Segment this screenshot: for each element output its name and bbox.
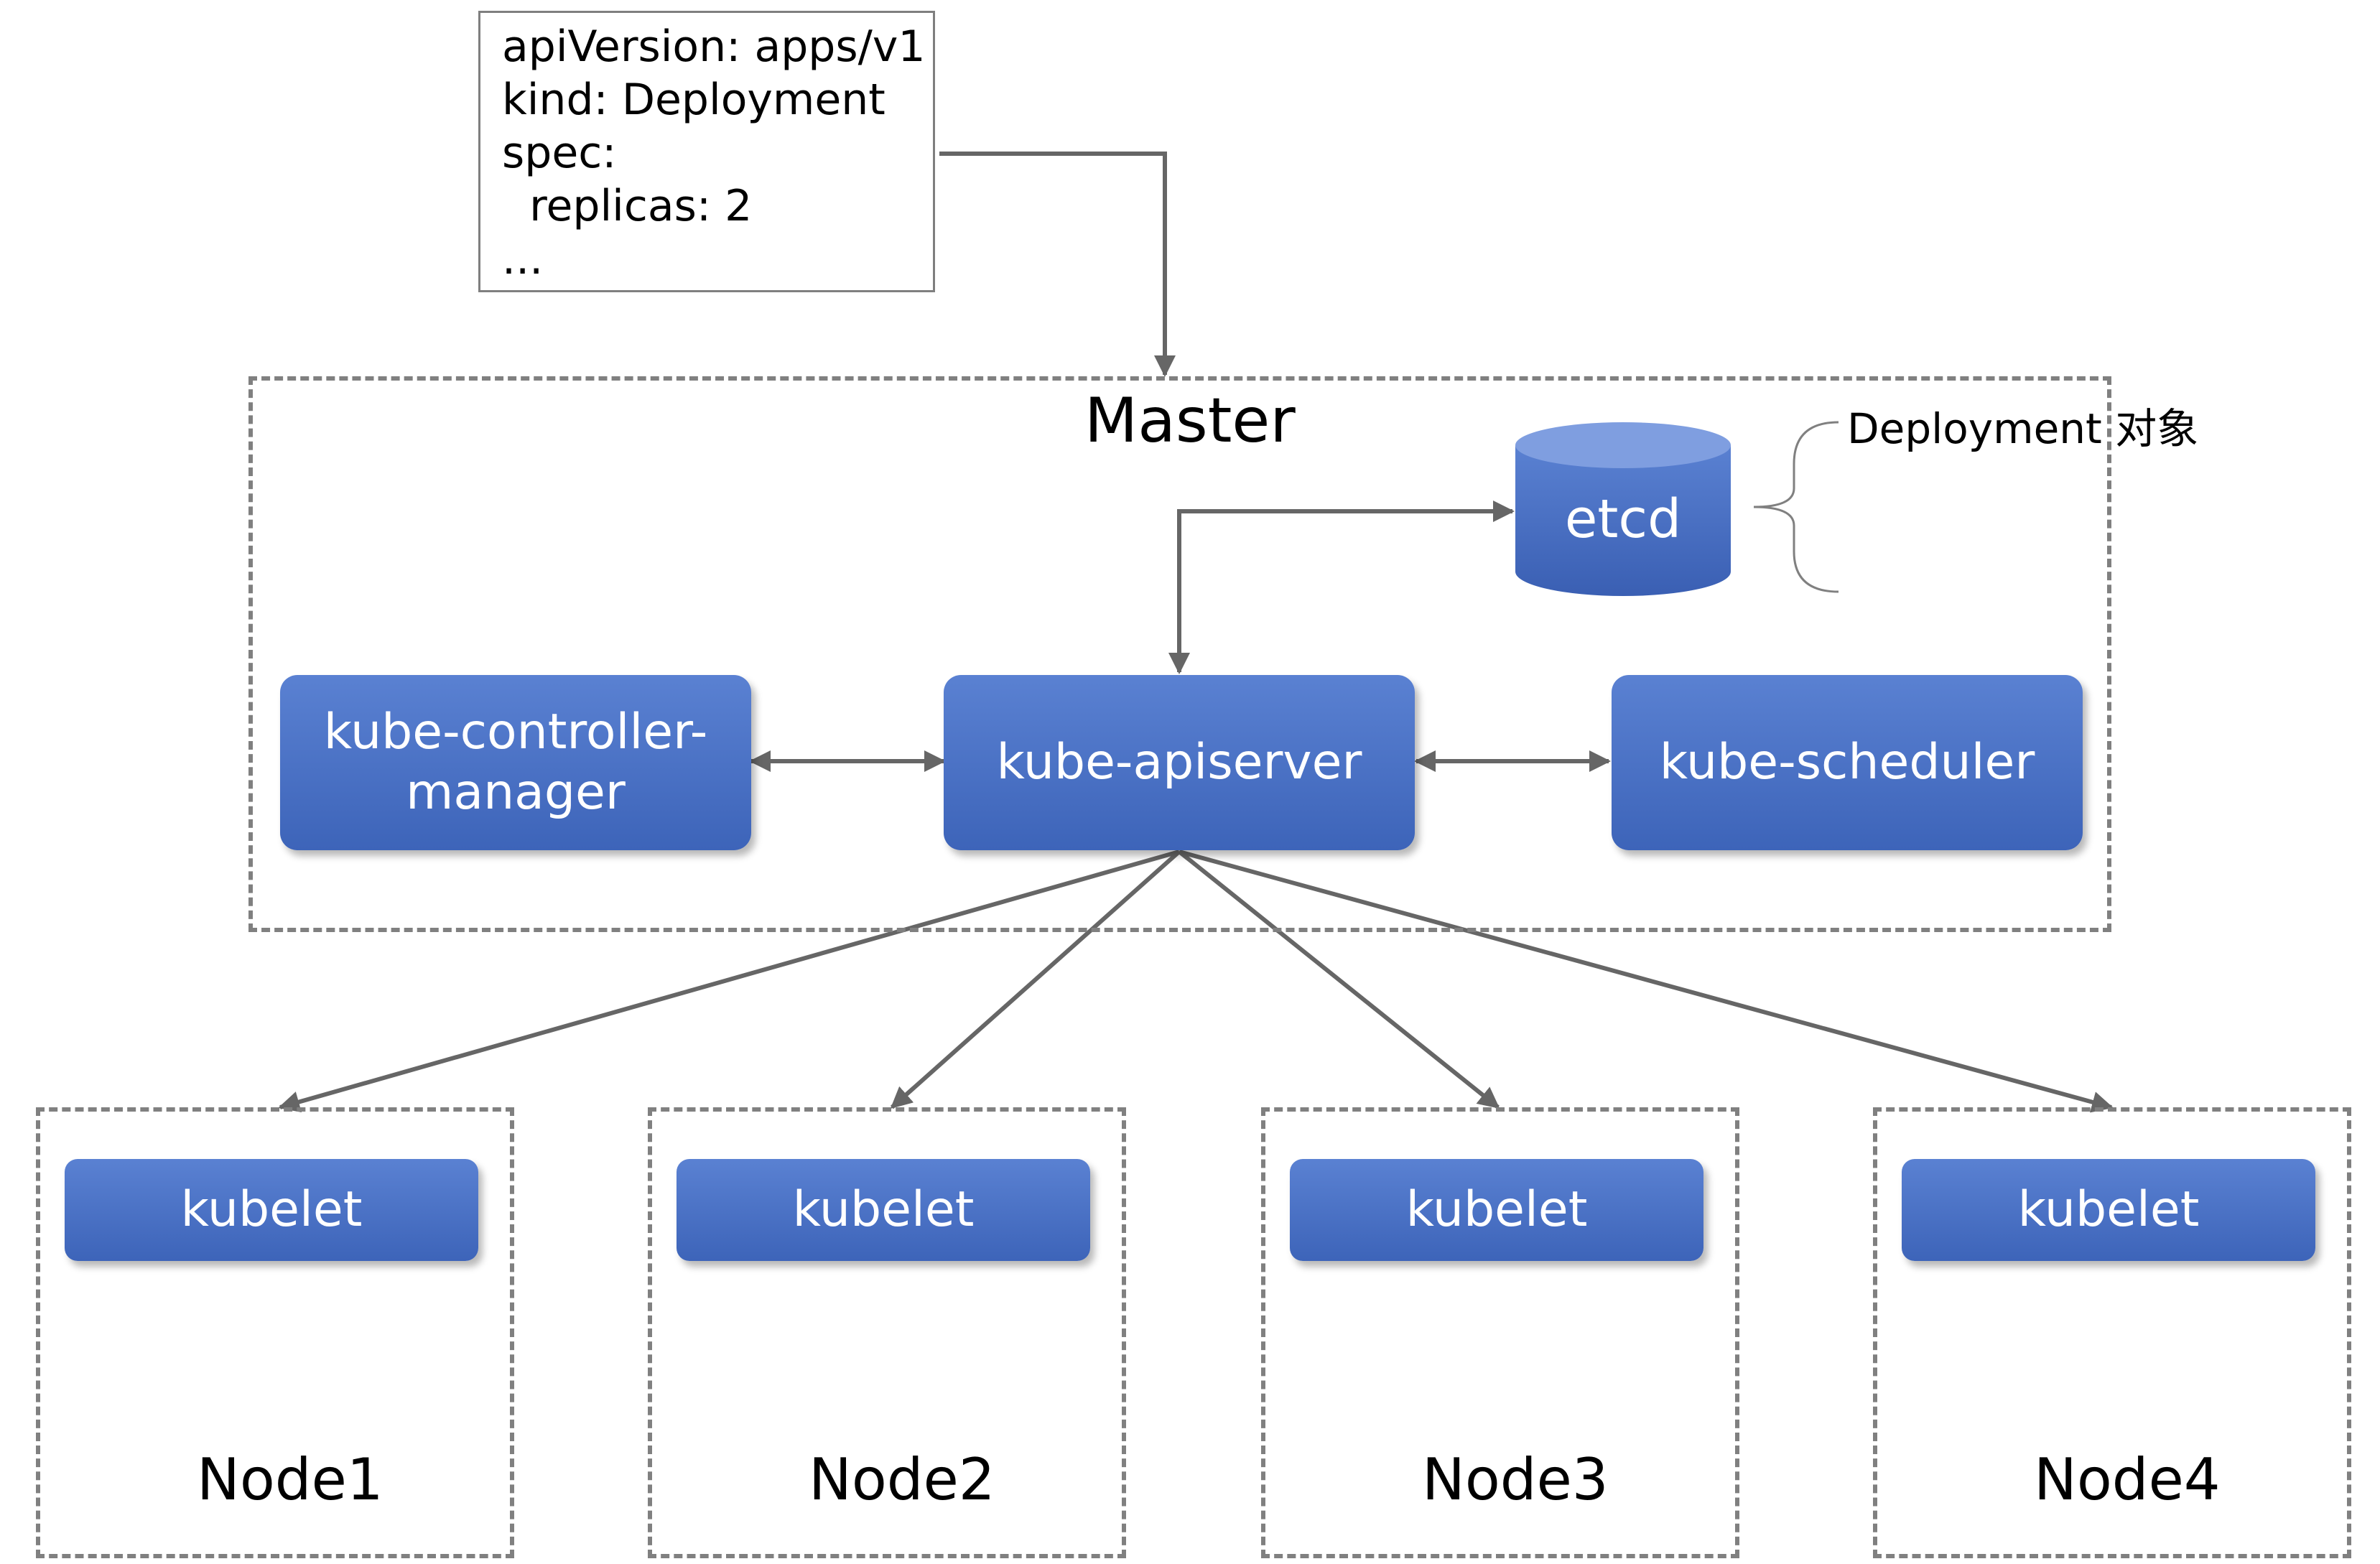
node4-kubelet: kubelet [1902, 1159, 2315, 1261]
kube-apiserver-label: kube-apiserver [996, 734, 1362, 791]
deployment-object-brace [1753, 421, 1839, 593]
master-title: Master [1084, 385, 1296, 457]
node3-kubelet: kubelet [1290, 1159, 1703, 1261]
node4-boundary [1873, 1107, 2351, 1558]
yaml-line: apiVersion: apps/v1 [502, 22, 926, 72]
kube-scheduler: kube-scheduler [1612, 675, 2083, 850]
apiserver-node2-connector [890, 850, 1181, 1109]
deployment-yaml-box: apiVersion: apps/v1 kind: Deployment spe… [478, 11, 935, 292]
kube-scheduler-label: kube-scheduler [1659, 734, 2035, 791]
node3-boundary [1261, 1107, 1739, 1558]
master-boundary [248, 376, 2111, 932]
yaml-line: kind: Deployment [502, 75, 885, 125]
kubelet-label: kubelet [180, 1181, 363, 1238]
apiserver-node3-connector [1178, 850, 1500, 1109]
node2-kubelet: kubelet [677, 1159, 1090, 1261]
kube-controller-manager-label-line1: kube-controller- [323, 704, 708, 760]
yaml-line: ... [502, 234, 544, 284]
node1-kubelet: kubelet [65, 1159, 478, 1261]
node3-label: Node3 [1422, 1446, 1609, 1513]
etcd-note: Deployment 对象 [1847, 404, 2199, 453]
node2-label: Node2 [809, 1446, 995, 1513]
kube-apiserver: kube-apiserver [944, 675, 1415, 850]
apiserver-node4-connector [1179, 850, 2114, 1113]
yaml-line: spec: [502, 128, 617, 178]
kubelet-label: kubelet [1405, 1181, 1588, 1238]
node1-label: Node1 [197, 1446, 384, 1513]
kube-controller-manager-label-line2: manager [406, 764, 626, 821]
kube-controller-manager: kube-controller- manager [280, 675, 751, 850]
apiserver-node1-connector [278, 850, 1180, 1113]
kubelet-label: kubelet [792, 1181, 975, 1238]
yaml-line: replicas: 2 [502, 181, 753, 231]
node1-boundary [36, 1107, 514, 1558]
kubelet-label: kubelet [2017, 1181, 2200, 1238]
etcd-cylinder [1515, 422, 1731, 596]
node4-label: Node4 [2034, 1446, 2221, 1513]
yaml-to-master-connector [939, 152, 1176, 377]
apiserver-etcd-connector [1168, 501, 1515, 674]
node2-boundary [648, 1107, 1126, 1558]
etcd-label: etcd [1564, 488, 1682, 550]
